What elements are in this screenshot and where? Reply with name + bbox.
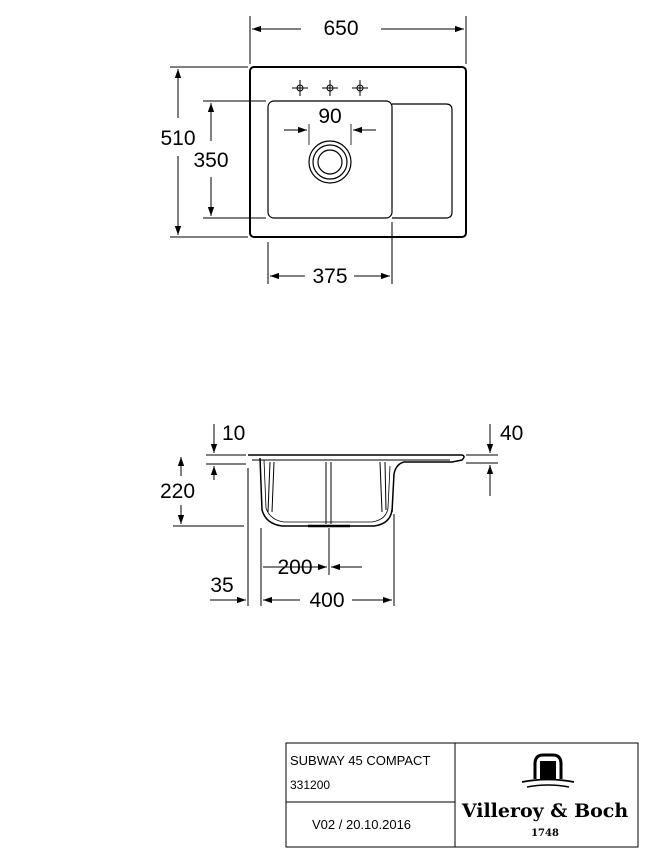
sink-rim [248,454,465,513]
dim-drain-offset: 200 [277,556,312,579]
dim-drainboard-height: 40 [500,422,523,445]
brand-year: 1748 [531,828,559,839]
drain [308,140,352,184]
tap-hole-marker [292,80,308,96]
title-block: SUBWAY 45 COMPACT 331200 V02 / 20.10.201… [285,742,639,848]
product-name: SUBWAY 45 COMPACT [290,753,430,768]
dim-bowl-depth: 350 [193,149,228,172]
dim-overall-depth: 510 [160,127,195,150]
sink-outline [249,66,467,238]
bowl-profile [259,457,393,527]
villeroy-boch-logo: Villeroy & Boch 1748 [461,753,629,839]
dim-drain-size: 90 [318,105,341,128]
tap-hole-marker [322,80,338,96]
version-date: V02 / 20.10.2016 [312,817,411,832]
dim-overall-width: 650 [323,17,358,40]
tap-hole-markers [292,80,368,96]
dim-rim-thickness: 10 [222,422,245,445]
dim-bowl-width-top: 375 [312,265,347,288]
dim-bowl-width-side: 400 [309,589,344,612]
top-view [170,16,467,284]
castle-emblem-icon [521,753,575,788]
brand-name: Villeroy & Boch [461,800,629,822]
side-view [173,424,498,606]
tap-hole-marker [352,80,368,96]
drainboard-outline [392,103,453,219]
top-view-labels: 650 510 350 90 375 [160,17,358,288]
article-number: 331200 [290,778,330,792]
dim-edge-offset: 35 [210,574,233,597]
dim-bowl-height: 220 [160,480,195,503]
bowl-outline [267,100,393,219]
side-view-labels: 10 220 40 200 35 400 [160,422,523,612]
